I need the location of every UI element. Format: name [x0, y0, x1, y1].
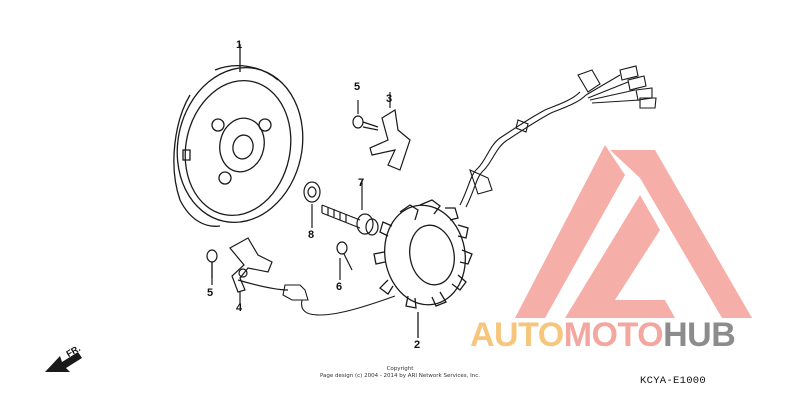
callout-6: 6 — [336, 281, 343, 293]
copyright-notice: Copyright Page design (c) 2004 - 2014 by… — [300, 366, 500, 380]
pulser-bracket — [206, 237, 353, 305]
callout-3: 3 — [386, 93, 393, 105]
callout-8: 8 — [308, 229, 315, 241]
watermark-logo — [515, 145, 752, 318]
watermark-part-hub: HUB — [663, 316, 736, 354]
callout-4: 4 — [236, 302, 243, 314]
watermark-part-moto: MOTO — [563, 316, 664, 354]
callout-5-lower: 5 — [207, 287, 214, 299]
callout-5-upper: 5 — [354, 81, 361, 93]
wire-harness — [282, 65, 657, 316]
front-direction-arrow — [45, 352, 82, 372]
callout-7: 7 — [358, 177, 365, 189]
callout-2: 2 — [414, 339, 421, 351]
watermark-text: AUTOMOTOHUB — [470, 316, 736, 354]
upper-bolt-and-bracket — [352, 92, 411, 171]
washer — [303, 181, 321, 228]
flywheel — [173, 44, 304, 227]
copyright-line-1: Copyright — [386, 366, 414, 372]
flywheel-bolt — [321, 180, 379, 236]
callout-1: 1 — [236, 39, 243, 51]
stator — [373, 199, 473, 338]
watermark-part-auto: AUTO — [470, 316, 564, 354]
copyright-line-2: Page design (c) 2004 - 2014 by ARI Netwo… — [319, 373, 481, 379]
diagram-code: KCYA-E1000 — [640, 375, 707, 387]
